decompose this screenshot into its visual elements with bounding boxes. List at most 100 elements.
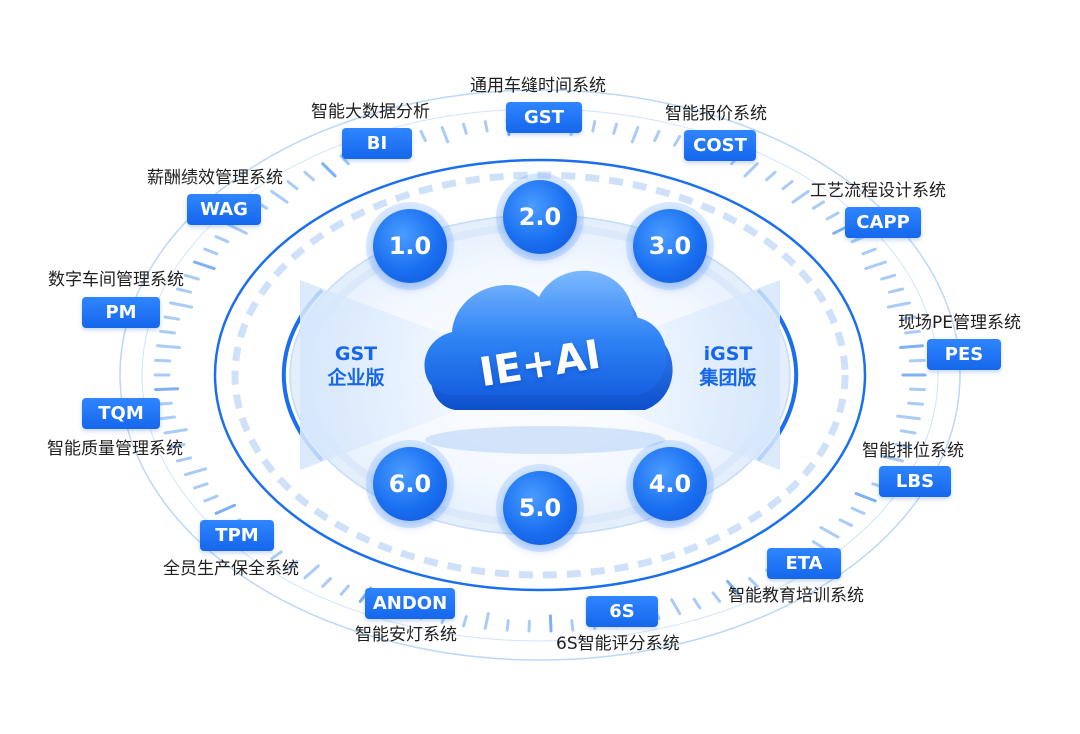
- tick-mark: [907, 401, 924, 406]
- tick-mark: [462, 615, 468, 628]
- tick-mark: [630, 125, 640, 144]
- system-label-tqm: 智能质量管理系统: [47, 439, 183, 459]
- tick-mark: [899, 429, 917, 435]
- tick-mark: [880, 273, 897, 281]
- tick-mark: [483, 612, 490, 630]
- tick-mark: [880, 454, 905, 463]
- tick-mark: [811, 540, 826, 550]
- system-label-eta: 智能教育培训系统: [728, 586, 864, 606]
- edition-right-sub: 集团版: [699, 367, 757, 389]
- system-label-6s: 6S智能评分系统: [556, 634, 680, 654]
- tick-mark: [303, 170, 315, 182]
- tick-mark: [203, 494, 219, 503]
- system-badge-cost[interactable]: COST: [684, 130, 756, 161]
- tick-mark: [825, 211, 840, 221]
- tick-mark: [214, 235, 230, 244]
- tick-mark: [156, 344, 181, 349]
- tick-mark: [791, 189, 810, 204]
- tick-mark: [765, 170, 777, 182]
- tick-mark: [743, 162, 759, 178]
- tick-mark: [505, 619, 510, 632]
- tick-mark: [175, 456, 193, 463]
- tick-mark: [203, 247, 219, 256]
- tick-mark: [908, 387, 926, 392]
- system-badge-tpm[interactable]: TPM: [200, 520, 274, 551]
- tick-mark: [227, 223, 248, 235]
- tick-mark: [894, 442, 911, 449]
- beam-left: [300, 280, 500, 470]
- tick-mark: [193, 482, 209, 490]
- system-badge-capp[interactable]: CAPP: [845, 207, 921, 238]
- tick-mark: [183, 273, 200, 281]
- tick-mark: [163, 315, 181, 321]
- tick-mark: [864, 260, 887, 271]
- tick-mark: [896, 414, 921, 421]
- system-label-bi: 智能大数据分析: [311, 102, 430, 122]
- tick-mark: [711, 591, 722, 603]
- tick-mark: [548, 614, 553, 633]
- system-badge-tqm[interactable]: TQM: [82, 398, 160, 429]
- tick-mark: [886, 301, 911, 309]
- tick-mark: [169, 301, 194, 309]
- edition-right: iGST 集团版: [668, 342, 788, 390]
- tick-mark: [570, 619, 575, 632]
- system-badge-6s[interactable]: 6S: [586, 596, 658, 627]
- tick-mark: [339, 584, 350, 596]
- tick-mark: [673, 134, 682, 147]
- system-label-capp: 工艺流程设计系统: [810, 181, 946, 201]
- version-node: 3.0: [633, 209, 707, 283]
- tick-mark: [303, 564, 320, 580]
- version-node: 2.0: [503, 180, 577, 254]
- tick-mark: [904, 329, 921, 335]
- tick-mark: [183, 467, 208, 477]
- edition-right-name: iGST: [703, 343, 753, 365]
- system-badge-eta[interactable]: ETA: [767, 548, 841, 579]
- tick-mark: [321, 577, 333, 588]
- system-label-andon: 智能安灯系统: [355, 625, 457, 645]
- tick-mark: [811, 200, 826, 210]
- system-label-tpm: 全员生产保全系统: [163, 559, 299, 579]
- system-label-cost: 智能报价系统: [665, 104, 767, 124]
- system-label-wag: 薪酬绩效管理系统: [147, 168, 283, 188]
- tick-mark: [286, 559, 299, 570]
- system-badge-pes[interactable]: PES: [927, 339, 1001, 370]
- system-label-pes: 现场PE管理系统: [898, 313, 1021, 333]
- tick-mark: [154, 358, 172, 363]
- tick-mark: [899, 315, 917, 321]
- tick-mark: [861, 247, 877, 256]
- tick-mark: [159, 415, 176, 421]
- system-badge-wag[interactable]: WAG: [187, 194, 261, 225]
- tick-mark: [270, 189, 289, 204]
- tick-mark: [908, 358, 926, 363]
- tick-mark: [419, 130, 427, 143]
- tick-mark: [692, 597, 702, 610]
- tick-mark: [819, 526, 840, 539]
- system-badge-andon[interactable]: ANDON: [365, 588, 455, 619]
- edition-left: GST 企业版: [296, 342, 416, 390]
- tick-mark: [612, 122, 618, 135]
- system-badge-gst[interactable]: GST: [506, 102, 582, 133]
- system-label-gst: 通用车缝时间系统: [470, 76, 606, 96]
- tick-mark: [747, 577, 759, 588]
- tick-mark: [163, 428, 188, 435]
- tick-mark: [591, 120, 597, 133]
- tick-mark: [781, 180, 794, 191]
- tick-mark: [175, 287, 193, 294]
- tick-mark: [286, 180, 299, 191]
- version-node: 5.0: [503, 471, 577, 545]
- system-badge-lbs[interactable]: LBS: [879, 466, 951, 497]
- tick-mark: [270, 550, 283, 561]
- system-badge-pm[interactable]: PM: [82, 297, 160, 328]
- version-node: 4.0: [633, 447, 707, 521]
- outer-ring: [119, 89, 961, 661]
- system-label-pm: 数字车间管理系统: [48, 270, 184, 290]
- tick-mark: [653, 130, 661, 143]
- tick-mark: [854, 492, 877, 503]
- system-badge-bi[interactable]: BI: [342, 128, 412, 159]
- dashed-ring: [231, 171, 849, 579]
- beam-right: [580, 280, 780, 470]
- version-node: 1.0: [373, 209, 447, 283]
- tick-mark: [899, 344, 924, 349]
- tick-mark: [483, 120, 489, 133]
- edition-left-name: GST: [334, 343, 378, 365]
